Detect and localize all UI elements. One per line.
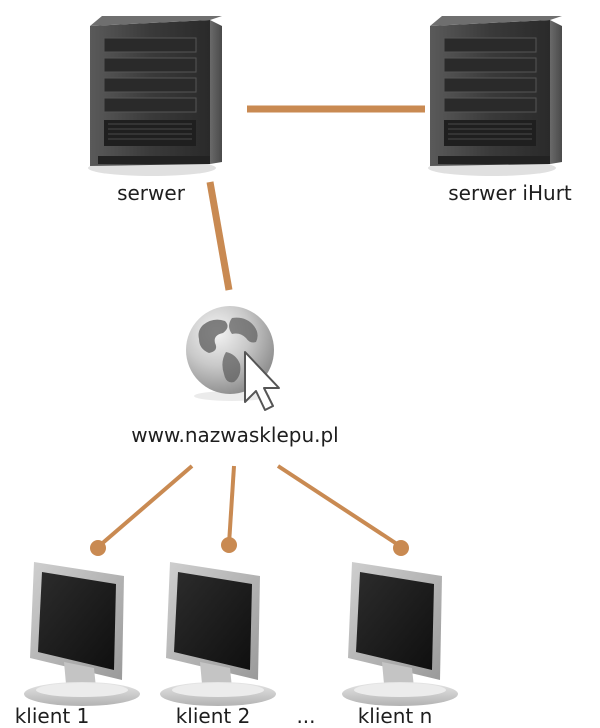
connector-website-client-1: [90, 464, 194, 556]
server-label: serwer: [117, 181, 185, 205]
monitor-icon: [342, 562, 458, 706]
server-ihurt-label: serwer iHurt: [448, 181, 572, 205]
website-label: www.nazwasklepu.pl: [131, 423, 339, 447]
monitor-icon: [160, 562, 276, 706]
connector-dot: [393, 540, 409, 556]
server-tower-icon: [428, 16, 562, 176]
connector-website-client-n: [276, 464, 409, 556]
connector-dot: [90, 540, 106, 556]
server-tower-icon: [88, 16, 222, 176]
client-2-label: klient 2: [175, 704, 251, 728]
client-n-label: klient n: [357, 704, 433, 728]
connector-dot: [221, 537, 237, 553]
connector-server-website: [206, 181, 233, 291]
monitor-icon: [24, 562, 140, 706]
client-1-label: klient 1: [14, 704, 90, 728]
ellipsis-label: ...: [296, 704, 316, 728]
globe-cursor-icon: [186, 306, 280, 411]
connector-website-client-2: [221, 465, 237, 553]
